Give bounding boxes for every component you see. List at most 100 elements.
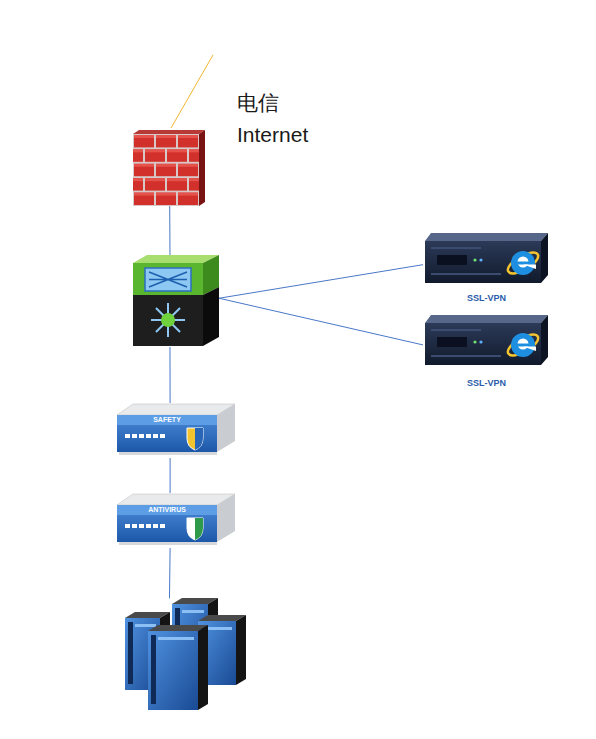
- ie-logo-hole: [518, 339, 529, 350]
- brick: [189, 149, 199, 161]
- brick-highlight: [145, 178, 165, 181]
- vpn-side: [541, 233, 548, 283]
- brick: [145, 178, 165, 190]
- switch-arrows: [149, 272, 187, 287]
- tower-bay: [128, 622, 133, 684]
- node-icon: [133, 130, 205, 206]
- brick-highlight: [134, 164, 154, 167]
- wall-mortar: [133, 134, 199, 206]
- appliance-shield: [187, 428, 203, 450]
- appliance-shield: [187, 518, 203, 540]
- ie-ring: [505, 330, 541, 359]
- appliance-shadow: [119, 542, 217, 545]
- internet-uplink: [171, 55, 213, 128]
- appliance-port: [153, 524, 158, 528]
- brick: [167, 178, 187, 190]
- tower-side: [236, 615, 246, 685]
- node-label: SSL-VPN: [423, 292, 550, 304]
- icon-group: [133, 255, 219, 346]
- safety-node: SAFETY: [117, 403, 235, 458]
- brick: [178, 164, 198, 176]
- ie-logo-cut: [523, 347, 536, 352]
- switch-star-core: [161, 313, 175, 327]
- brick-highlight: [189, 149, 199, 152]
- brick: [156, 164, 176, 176]
- appliance-top: [117, 494, 235, 505]
- ie-logo: [511, 333, 535, 357]
- tower-slot: [135, 624, 156, 627]
- brick-highlight: [178, 193, 198, 196]
- vpn-side: [541, 315, 548, 365]
- brick: [156, 193, 176, 205]
- tower-front: [148, 631, 198, 710]
- node-icon: [117, 403, 235, 458]
- appliance-port: [132, 524, 137, 528]
- node-icon: [117, 493, 235, 548]
- network-link: [170, 458, 171, 493]
- icon-group: [125, 598, 246, 710]
- appliance-shadow: [119, 452, 217, 455]
- icon-group: [117, 494, 235, 545]
- vpn-stripe: [431, 247, 481, 249]
- node-label: SSL-VPN: [423, 377, 550, 389]
- brick-highlight: [178, 135, 198, 138]
- ie-logo: [511, 251, 535, 275]
- brick: [134, 135, 154, 147]
- vpn-led: [479, 340, 482, 343]
- brick: [133, 149, 143, 161]
- appliance-port: [139, 434, 144, 438]
- appliance-side: [217, 494, 235, 542]
- vpn-bay: [437, 337, 467, 347]
- appliance-front: [117, 505, 217, 542]
- brick: [133, 178, 143, 190]
- tower-slot: [158, 637, 194, 640]
- node-label: SAFETY: [137, 415, 197, 424]
- brick: [145, 149, 165, 161]
- vpn-bay: [437, 255, 467, 265]
- brick-highlight: [167, 149, 187, 152]
- appliance-port: [125, 524, 130, 528]
- antivirus-node: ANTIVIRUS: [117, 493, 235, 548]
- brick-highlight: [133, 178, 143, 181]
- brick: [189, 178, 199, 190]
- network-link: [219, 265, 423, 299]
- switch-node: [133, 255, 219, 347]
- brick-highlight: [133, 149, 143, 152]
- brick: [156, 135, 176, 147]
- icon-group: [425, 315, 548, 365]
- appliance-top: [117, 404, 235, 415]
- vpn-led: [473, 258, 476, 261]
- appliance-shield-half: [195, 428, 203, 450]
- appliance-side: [217, 404, 235, 452]
- ie-logo-hole: [518, 257, 529, 268]
- icon-group: [133, 130, 205, 206]
- brick-highlight: [167, 178, 187, 181]
- brick: [178, 193, 198, 205]
- vpn-front: [425, 323, 541, 365]
- brick: [134, 193, 154, 205]
- brick-highlight: [156, 135, 176, 138]
- vpn-front: [425, 241, 541, 283]
- brick: [167, 149, 187, 161]
- wall-side: [199, 130, 205, 206]
- appliance-shield-half: [195, 518, 203, 540]
- appliance-band: [117, 415, 217, 425]
- brick-highlight: [156, 193, 176, 196]
- vpn-led: [479, 258, 482, 261]
- vpn-led: [473, 340, 476, 343]
- appliance-band: [117, 505, 217, 515]
- brick-highlight: [156, 164, 176, 167]
- node-icon: [133, 255, 219, 347]
- brick: [178, 135, 198, 147]
- appliance-port: [132, 434, 137, 438]
- appliance-port: [146, 434, 151, 438]
- tower-top: [148, 625, 208, 631]
- switch-front: [133, 263, 203, 295]
- vpn-node: SSL-VPN: [423, 315, 550, 388]
- node-label: 电信 Internet: [237, 87, 329, 151]
- appliance-port: [160, 524, 165, 528]
- vpn-stripe: [431, 273, 501, 275]
- network-link: [169, 347, 170, 403]
